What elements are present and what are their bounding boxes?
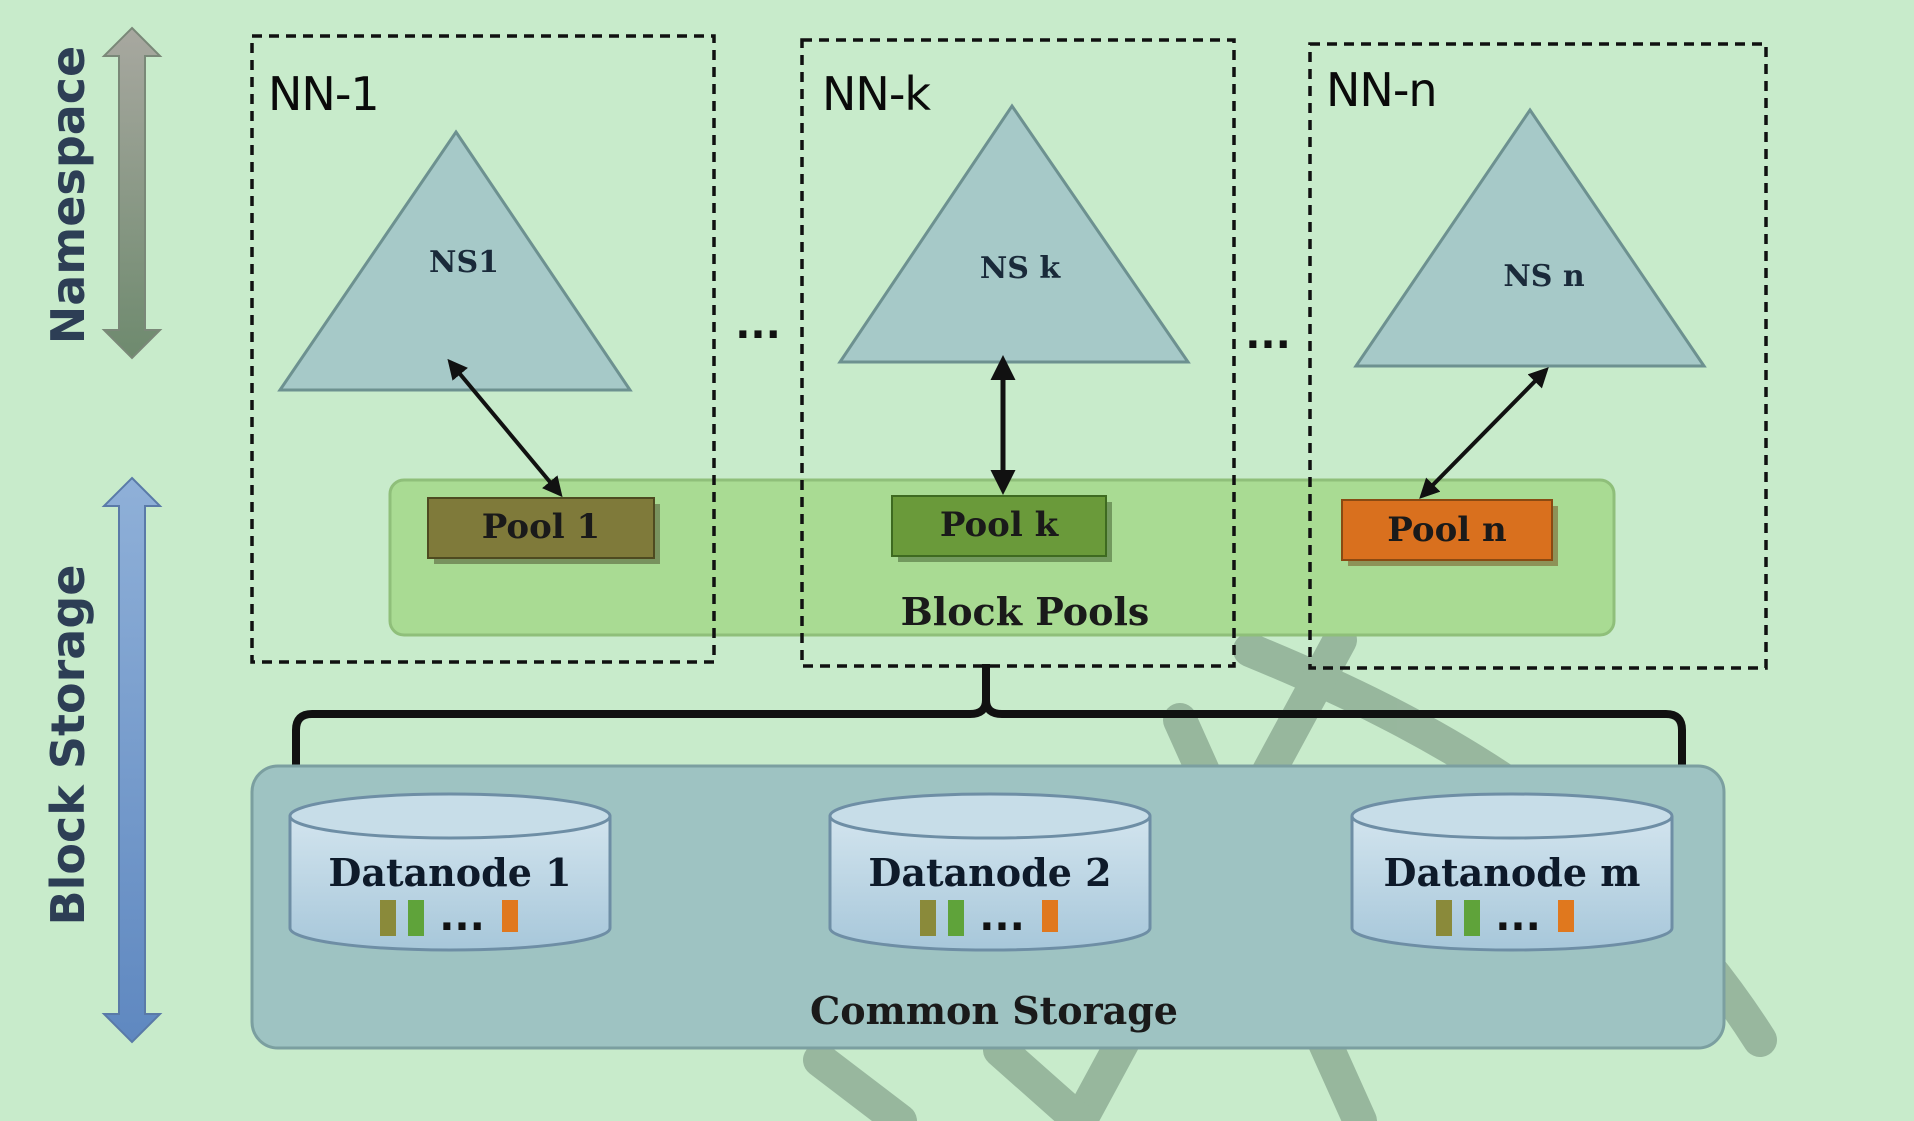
ellipsis-1: ... <box>735 302 781 348</box>
block-green-icon <box>1464 900 1480 936</box>
block-storage-arrow <box>101 476 163 1044</box>
pool-label-n: Pool n <box>1387 510 1506 550</box>
datanode-blocks-ellipsis-2: ... <box>979 894 1025 940</box>
block-green-icon <box>948 900 964 936</box>
arrow-ns1-pool1 <box>447 358 563 498</box>
pool-box-k <box>891 495 1107 557</box>
datanode-label-m: Datanode m <box>1384 850 1641 895</box>
datanode-blocks-ellipsis-1: ... <box>439 894 485 940</box>
namespace-label-k: NS k <box>980 251 1062 286</box>
storage-bracket <box>292 664 1686 768</box>
ellipsis-2: ... <box>1245 312 1291 358</box>
namespace-arrow <box>101 26 163 360</box>
block-olive-icon <box>1436 900 1452 936</box>
pool-label-1: Pool 1 <box>482 507 600 547</box>
block-orange-icon <box>1042 900 1058 932</box>
namespace-triangle-n <box>1353 107 1707 368</box>
datanode-1: Datanode 1 ... <box>288 792 612 952</box>
block-orange-icon <box>1558 900 1574 932</box>
datanode-label-1: Datanode 1 <box>328 850 571 895</box>
datanode-blocks-ellipsis-m: ... <box>1495 894 1541 940</box>
namenode-box-n <box>1308 42 1768 670</box>
namenode-box-1 <box>250 34 716 664</box>
block-olive-icon <box>920 900 936 936</box>
namespace-label-n: NS n <box>1503 259 1585 294</box>
block-green-icon <box>408 900 424 936</box>
datanode-2: Datanode 2 ... <box>828 792 1152 952</box>
block-orange-icon <box>502 900 518 932</box>
common-storage-label: Common Storage <box>810 988 1178 1033</box>
namenode-title-k: NN-k <box>822 67 931 121</box>
block-storage-axis-label: Block Storage <box>41 565 95 926</box>
namenode-title-n: NN-n <box>1326 63 1437 117</box>
block-pools-label: Block Pools <box>901 589 1150 634</box>
pool-box-1 <box>427 497 655 559</box>
namespace-label-1: NS1 <box>429 245 499 280</box>
namenode-box-k <box>800 38 1236 668</box>
pool-box-n <box>1341 499 1553 561</box>
datanode-m: Datanode m ... <box>1350 792 1674 952</box>
pool-label-k: Pool k <box>940 505 1060 545</box>
arrow-nsn-pooln <box>1419 367 1549 499</box>
namenode-title-1: NN-1 <box>268 67 379 121</box>
datanode-label-2: Datanode 2 <box>868 850 1111 895</box>
namespace-axis-label: Namespace <box>41 46 95 344</box>
namespace-triangle-k <box>837 103 1191 364</box>
block-olive-icon <box>380 900 396 936</box>
